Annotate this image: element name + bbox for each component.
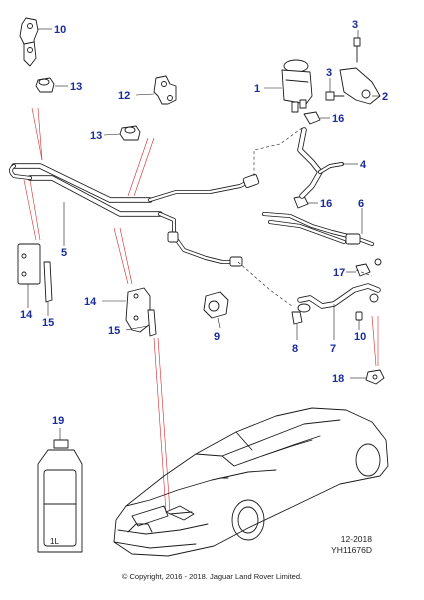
callout-13-mid: 13 [90,130,102,142]
callout-5: 5 [61,247,67,259]
part-16-clip-mid [293,195,318,209]
part-11-bracket [19,17,52,67]
copyright-notice: © Copyright, 2016 - 2018. Jaguar Land Ro… [121,572,303,581]
part-7-return-pipe [297,283,381,340]
part-1-reservoir [264,59,313,113]
part-14-bracket-left [17,243,41,308]
callout-11: 10 [54,24,66,36]
callout-1: 1 [254,83,260,95]
part-12-bracket [135,75,177,105]
part-19-fluid-bottle: 1L [37,428,83,553]
callout-15-left: 15 [42,317,54,329]
part-17-clip [346,263,371,277]
callout-3-top: 3 [352,19,358,31]
callout-19: 19 [52,415,64,427]
callout-10: 9 [214,331,220,343]
callout-9: 8 [292,343,298,355]
part-3-bolt-left [325,78,345,101]
callout-2: 2 [382,91,388,103]
drawing-reference: 12-2018 YH11676D [331,534,372,556]
callout-14-left: 14 [20,309,33,321]
part-2-bracket [339,67,381,105]
callout-12: 12 [118,90,130,102]
drawing-id: YH11676D [331,545,372,555]
part-9-clip [291,311,303,340]
part-10-bracket [203,291,229,329]
part-8-clamp [355,311,363,330]
callout-7: 7 [330,343,336,355]
callout-6: 6 [358,198,364,210]
part-15-clip-left [43,261,53,316]
callout-4: 4 [360,159,367,171]
part-13-grommet-top [35,77,68,93]
part-14-bracket-mid [102,287,151,333]
drawing-date: 12-2018 [340,534,372,544]
part-16-clip-top [303,111,330,125]
dashed-leaders [237,127,373,307]
callouts: 10 3 3 13 1 2 12 16 13 4 16 6 5 17 14 14… [20,19,388,427]
highlight-leaders [23,107,379,513]
part-4-hose [297,127,358,199]
vehicle-outline [113,407,389,557]
callout-15-mid: 15 [108,325,120,337]
callout-14-mid: 14 [84,296,97,308]
callout-8: 10 [354,331,366,343]
part-18-grommet [350,369,385,385]
callout-17: 17 [333,267,345,279]
callout-16-mid: 16 [320,198,332,210]
part-17-clip-small [374,258,382,266]
callout-3-left: 3 [326,67,332,79]
part-3-bolt-top [353,30,361,63]
part-6-pipe-assembly [262,208,374,246]
callout-18: 18 [332,373,344,385]
callout-16-top: 16 [332,113,344,125]
part-13-grommet-mid [103,125,141,141]
bottle-capacity-label: 1L [50,537,59,546]
part-5-cooler-pipes [9,163,260,267]
callout-13-top: 13 [70,81,82,93]
part-15-clip-mid [125,309,157,337]
